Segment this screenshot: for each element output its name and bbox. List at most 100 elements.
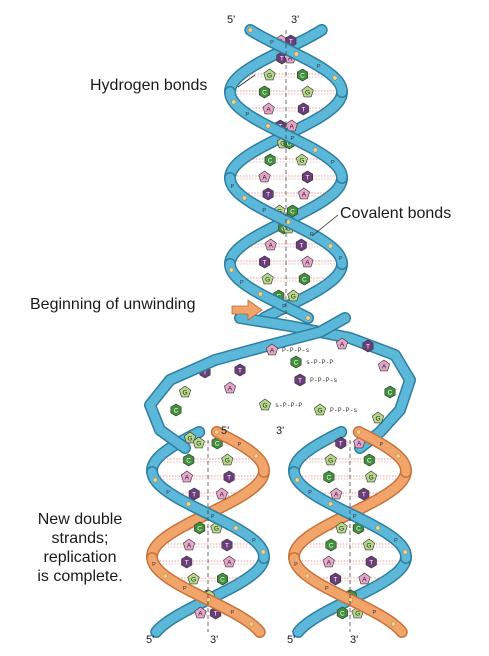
base-c: C (264, 153, 276, 167)
base-letter: T (203, 370, 207, 377)
base-letter: T (299, 243, 303, 250)
base-letter: A (334, 492, 339, 499)
base-g: G (263, 68, 276, 81)
base-g: G (335, 521, 348, 534)
base-letter: T (366, 344, 370, 351)
base-letter: A (305, 260, 310, 267)
phosphate-bead (305, 315, 311, 321)
sugar-mark: P (380, 442, 384, 448)
base-letter: A (302, 192, 307, 199)
daughter-right-new-strand (352, 426, 412, 478)
phosphate-bead (328, 243, 333, 249)
sugar-mark: P (394, 538, 398, 544)
sugar-mark: P (282, 304, 286, 310)
base-letter: C (327, 475, 332, 482)
phosphate-bead (186, 501, 191, 507)
phosphate-bead (375, 525, 381, 531)
base-g: G (187, 572, 200, 585)
unwinding-label: Beginning of unwinding (30, 296, 196, 313)
daughter-right-parent-strand (292, 552, 412, 638)
sugar-mark: P (240, 280, 244, 286)
covalent-bonds-label: Covalent bonds (340, 205, 452, 222)
base-a: A (223, 381, 237, 394)
base-letter: C (197, 526, 202, 533)
base-letter: G (317, 408, 322, 415)
base-t: T (234, 363, 246, 377)
phosphate-bead (294, 477, 300, 483)
base-letter: G (280, 141, 285, 148)
base-letter: G (291, 294, 296, 301)
sugar-mark: P (331, 160, 335, 166)
base-letter: A (327, 560, 332, 567)
sugar-mark: P (294, 562, 298, 568)
free-nucleotide: T (234, 363, 246, 377)
phosphate-bead (214, 429, 220, 435)
base-letter: T (214, 611, 218, 618)
base-letter: G (286, 226, 291, 233)
base-letter: T (334, 577, 338, 584)
phosphate-bead (258, 291, 263, 297)
base-t: T (188, 487, 200, 501)
base-g: G (183, 431, 197, 444)
phosphate-bead (228, 267, 234, 273)
base-letter: G (196, 441, 201, 448)
base-letter: A (382, 364, 387, 371)
sugar-mark: P (183, 586, 187, 592)
base-t: T (301, 170, 314, 184)
fork-strand-left (144, 312, 351, 454)
base-t: T (223, 470, 235, 484)
base-letter: A (362, 577, 367, 584)
bottom-right-3-prime-label: 3' (350, 634, 359, 646)
base-c: C (290, 355, 302, 369)
base-t: T (294, 373, 306, 387)
base-a: A (180, 470, 193, 483)
base-a: A (301, 255, 314, 268)
base-letter: A (266, 107, 271, 114)
base-letter: T (289, 39, 293, 46)
sugar-mark: P (166, 490, 170, 496)
base-letter: T (263, 260, 267, 267)
base-letter: C (215, 441, 220, 448)
parent-strand-5 (224, 258, 315, 324)
base-letter: G (214, 526, 219, 533)
daughter-left-parent-strand (146, 466, 270, 564)
base-letter: T (301, 107, 305, 114)
base-letter: A (288, 56, 293, 63)
phosphate-bead (391, 621, 396, 627)
fork-3-prime-label: 3' (276, 425, 285, 437)
base-c: C (296, 68, 309, 82)
base-g: G (295, 153, 308, 166)
base-g: G (371, 411, 385, 424)
base-g: G (365, 470, 378, 483)
base-a: A (322, 555, 335, 568)
sugar-mark: P (231, 184, 235, 190)
triphosphate-tail: P-P-P-s (310, 377, 337, 384)
base-letter: A (198, 611, 203, 618)
base-a: A (297, 187, 310, 200)
phosphate-bead (402, 549, 408, 555)
phosphate-bead (265, 123, 271, 129)
base-letter: C (300, 73, 305, 80)
base-letter: G (187, 436, 192, 443)
base-t: T (295, 238, 307, 252)
base-c: C (170, 403, 182, 417)
base-a: A (285, 119, 298, 132)
base-t: T (259, 255, 271, 269)
base-letter: C (340, 611, 345, 618)
sugar-mark: P (270, 40, 274, 46)
sugar-mark: P (325, 586, 329, 592)
base-letter: T (362, 492, 366, 499)
base-letter: C (174, 408, 179, 415)
sugar-mark: P (252, 538, 256, 544)
base-letter: C (356, 526, 361, 533)
base-g: G (261, 272, 274, 285)
phosphate-bead (231, 99, 237, 105)
